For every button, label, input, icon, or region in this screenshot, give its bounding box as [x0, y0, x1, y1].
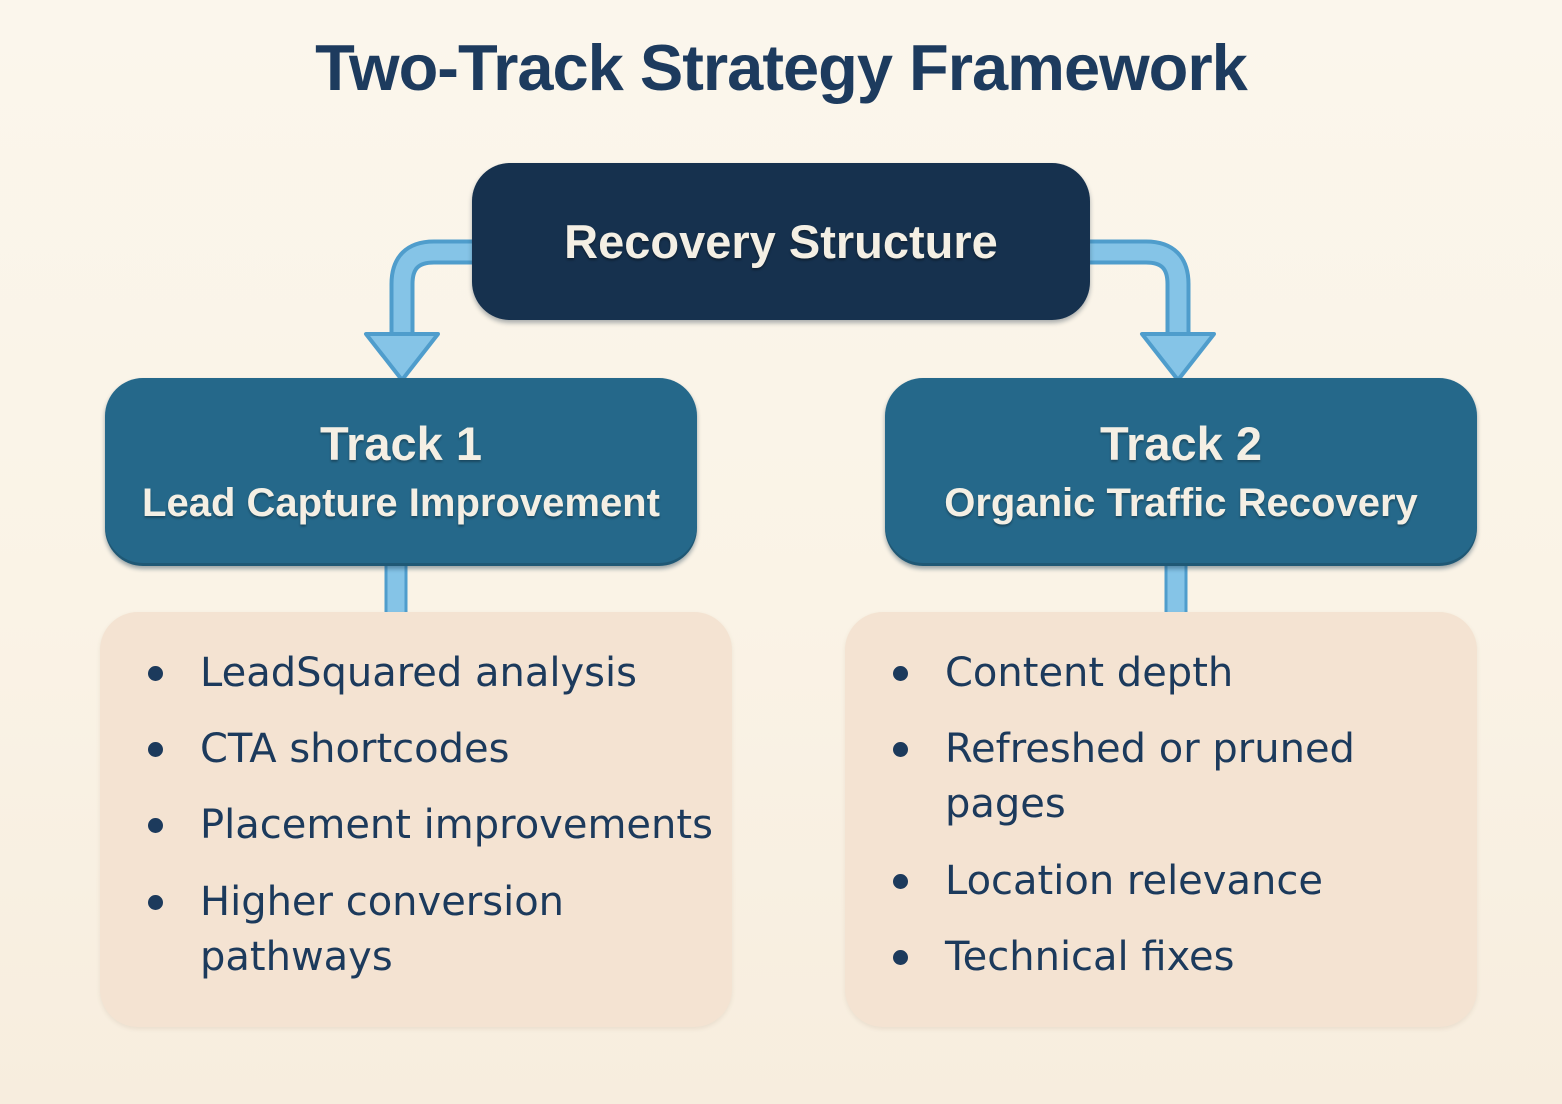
list-item: Content depth — [889, 646, 1451, 701]
track1-subtitle: Lead Capture Improvement — [142, 481, 660, 526]
list-item: Placement improvements — [144, 798, 713, 853]
list-item-label: Refreshed or pruned pages — [945, 726, 1355, 828]
right-arrow-body — [1042, 243, 1187, 338]
bullet-dot — [893, 666, 908, 681]
left-arrow-body — [393, 243, 520, 338]
track2-node: Track 2 Organic Traffic Recovery — [885, 378, 1477, 566]
track1-details-panel: LeadSquared analysis CTA shortcodes Plac… — [100, 612, 732, 1027]
root-node-label: Recovery Structure — [564, 215, 998, 268]
list-item: LeadSquared analysis — [144, 646, 706, 701]
list-item-label: LeadSquared analysis — [200, 650, 637, 696]
bullet-dot — [893, 873, 908, 889]
list-item: Higher conversion pathways — [144, 875, 706, 985]
track1-node: Track 1 Lead Capture Improvement — [105, 378, 697, 566]
list-item-label: Content depth — [945, 650, 1234, 696]
left-arrowhead-icon — [364, 332, 440, 382]
bullet-dot — [148, 742, 163, 758]
list-item-label: Higher conversion pathways — [200, 878, 565, 980]
list-item: CTA shortcodes — [144, 722, 706, 777]
track2-panel-connector — [1164, 556, 1188, 618]
right-arrowhead-icon — [1140, 332, 1216, 382]
list-item-label: CTA shortcodes — [200, 726, 510, 773]
track1-panel-connector — [384, 556, 408, 618]
track1-name: Track 1 — [319, 416, 483, 470]
track2-subtitle: Organic Traffic Recovery — [944, 481, 1418, 526]
track1-item-list: LeadSquared analysis CTA shortcodes Plac… — [144, 646, 713, 985]
list-item-label: Placement improvements — [200, 802, 713, 849]
list-item-label: Location relevance — [945, 857, 1323, 904]
bullet-dot — [148, 894, 163, 910]
list-item-label: Technical fixes — [945, 933, 1235, 980]
bullet-dot — [148, 666, 163, 681]
track2-name: Track 2 — [1099, 416, 1263, 470]
diagram-title: Two-Track Strategy Framework — [315, 31, 1248, 104]
bullet-dot — [893, 949, 908, 965]
bullet-dot — [148, 818, 163, 834]
track2-item-list: Content depth Refreshed or pruned pages … — [889, 646, 1451, 985]
list-item: Technical fixes — [889, 930, 1451, 985]
track2-details-panel: Content depth Refreshed or pruned pages … — [845, 612, 1477, 1027]
root-node-recovery-structure: Recovery Structure — [472, 163, 1090, 320]
bullet-dot — [893, 742, 908, 758]
list-item: Location relevance — [889, 854, 1451, 909]
list-item: Refreshed or pruned pages — [889, 722, 1451, 832]
